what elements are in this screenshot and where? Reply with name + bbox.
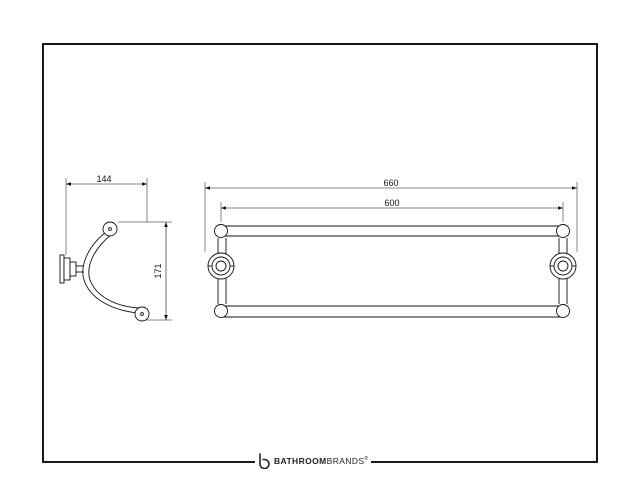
dim-side-height: 171 (153, 263, 163, 278)
drawing-frame (42, 43, 598, 463)
b-logo-icon (259, 453, 270, 469)
brand-name: BATHROOMBRANDS® (274, 456, 369, 466)
dim-side-width: 144 (96, 174, 111, 184)
side-view (59, 178, 172, 322)
brand-name-bold: BATHROOM (274, 456, 327, 466)
brand-name-light: BRANDS (326, 456, 365, 466)
registered-mark: ® (364, 456, 369, 463)
dim-bar-length: 600 (384, 198, 399, 208)
front-view (204, 182, 578, 318)
dim-overall-length: 660 (383, 178, 398, 188)
brand-logo: BATHROOMBRANDS® (255, 452, 371, 470)
